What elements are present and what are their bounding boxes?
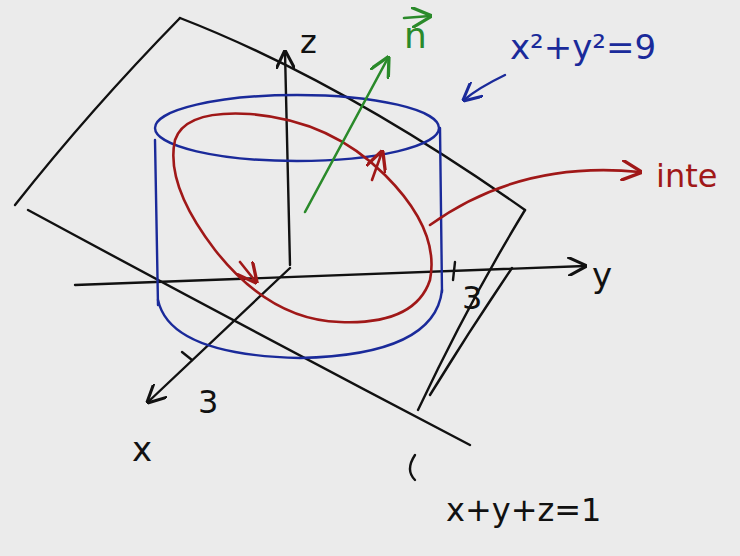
normal-label: n [404,18,427,54]
dimension-label: 3 [462,282,482,314]
curve-label: inte [656,160,717,192]
intersection-curve [173,114,640,323]
cylinder [155,75,505,358]
normal-vector [305,16,430,212]
axis-label: z [300,26,317,58]
axis-label: x [132,432,152,466]
dimension-label: 3 [198,386,218,418]
coordinate-axes [75,52,585,402]
plane-equation: x+y+z=1 [446,494,601,526]
axis-label: y [592,258,612,292]
plane-outline [15,18,525,480]
cylinder-equation: x²+y²=9 [510,30,656,64]
